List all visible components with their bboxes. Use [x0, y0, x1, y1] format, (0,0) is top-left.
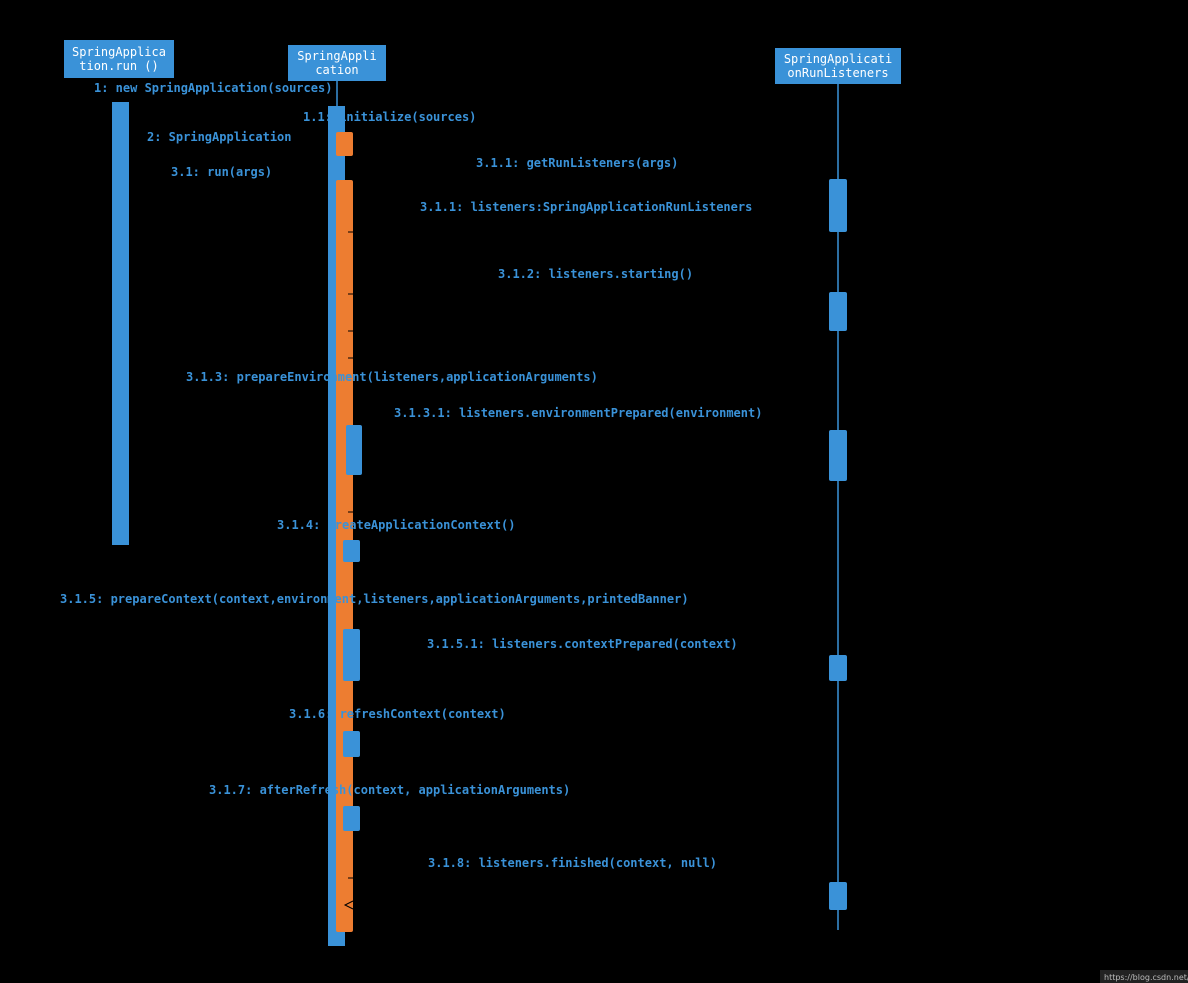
- participant-run-listeners-label-line2: onRunListeners: [787, 66, 888, 80]
- activation-create-context: [343, 540, 360, 562]
- participant-spring-application-box: [288, 45, 386, 81]
- participant-run-box: [64, 40, 174, 78]
- participant-spring-application-label-line1: SpringAppli: [297, 49, 376, 63]
- participant-run-listeners[interactable]: SpringApplicati onRunListeners: [775, 48, 901, 84]
- activation-refresh-context: [343, 731, 360, 757]
- message-spring-application-return[interactable]: 2: SpringApplication: [147, 130, 292, 144]
- participant-run-label-line2: tion.run (): [79, 59, 158, 73]
- message-listeners-starting[interactable]: 3.1.2: listeners.starting(): [498, 267, 693, 281]
- message-initialize[interactable]: 1.1: initialize(sources): [303, 110, 476, 124]
- participant-run-listeners-label-line1: SpringApplicati: [784, 52, 892, 66]
- message-context-prepared[interactable]: 3.1.5.1: listeners.contextPrepared(conte…: [427, 637, 738, 651]
- activation-environment-prepared: [829, 430, 847, 481]
- activation-initialize: [336, 132, 353, 156]
- message-listeners-return[interactable]: 3.1.1: listeners:SpringApplicationRunLis…: [420, 200, 752, 214]
- activation-get-run-listeners: [829, 179, 847, 232]
- participant-spring-application[interactable]: SpringAppli cation: [288, 45, 386, 81]
- activation-finished: [829, 882, 847, 910]
- message-get-run-listeners[interactable]: 3.1.1: getRunListeners(args): [476, 156, 678, 170]
- message-run[interactable]: 3.1: run(args): [171, 165, 272, 179]
- watermark-text: https://blog.csdn.net/: [1104, 973, 1188, 982]
- activation-starting: [829, 292, 847, 331]
- return-arrowhead: [343, 900, 354, 910]
- participant-spring-application-label-line2: cation: [315, 63, 358, 77]
- message-prepare-context[interactable]: 3.1.5: prepareContext(context,environmen…: [60, 592, 689, 606]
- message-new-spring-application[interactable]: 1: new SpringApplication(sources): [94, 81, 332, 95]
- message-after-refresh[interactable]: 3.1.7: afterRefresh(context, application…: [209, 783, 570, 797]
- participant-run-listeners-box: [775, 48, 901, 84]
- watermark-background: [1100, 970, 1188, 983]
- participant-run-label-line1: SpringApplica: [72, 45, 166, 59]
- activation-prepare-context: [343, 629, 360, 681]
- return-arrow-ticks: [343, 231, 354, 910]
- activation-prepare-environment: [346, 425, 362, 475]
- message-environment-prepared[interactable]: 3.1.3.1: listeners.environmentPrepared(e…: [394, 406, 762, 420]
- message-prepare-environment[interactable]: 3.1.3: prepareEnvironment(listeners,appl…: [186, 370, 598, 384]
- message-listeners-finished[interactable]: 3.1.8: listeners.finished(context, null): [428, 856, 717, 870]
- activation-context-prepared: [829, 655, 847, 681]
- message-create-application-context[interactable]: 3.1.4: createApplicationContext(): [277, 518, 515, 532]
- message-refresh-context[interactable]: 3.1.6: refreshContext(context): [289, 707, 506, 721]
- activation-after-refresh: [343, 806, 360, 831]
- participant-run[interactable]: SpringApplica tion.run (): [64, 40, 174, 78]
- activation-run: [112, 102, 129, 545]
